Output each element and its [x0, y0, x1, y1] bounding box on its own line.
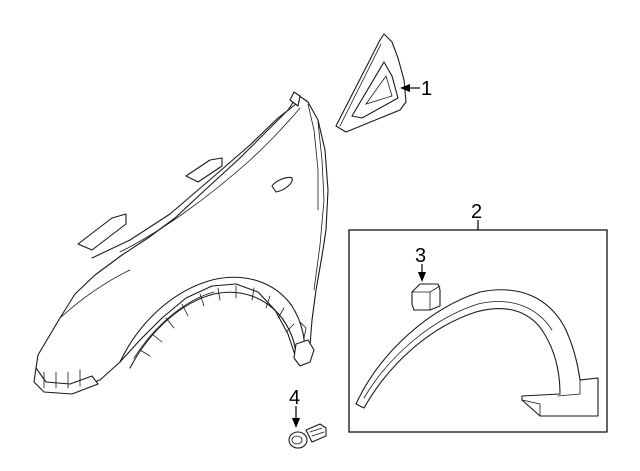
- trim-panel-part: [335, 33, 407, 133]
- callout-4: 4: [289, 387, 300, 409]
- callout-1: 1: [421, 78, 432, 100]
- callout-leaders: [292, 84, 479, 428]
- callout-3: 3: [415, 245, 426, 267]
- callout-2: 2: [471, 201, 482, 223]
- clip-part: [411, 283, 441, 311]
- wheel-arch-liner: [119, 276, 315, 369]
- screw-part: [288, 423, 327, 449]
- fender-panel: [33, 91, 329, 395]
- wheel-molding-part: [355, 289, 599, 417]
